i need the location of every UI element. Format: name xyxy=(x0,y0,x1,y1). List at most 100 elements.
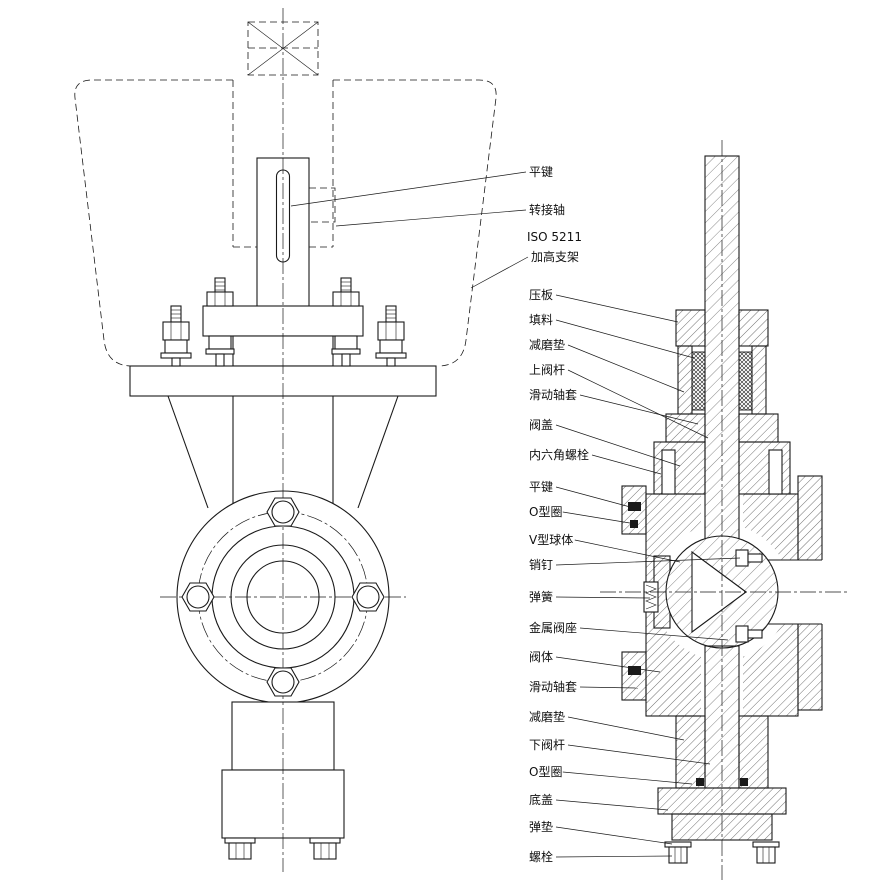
part-label-text: 弹垫 xyxy=(529,819,553,834)
part-label-text: V型球体 xyxy=(529,533,573,547)
part-label: 下阀杆 xyxy=(529,738,711,765)
neck-flange-left xyxy=(665,413,706,443)
spring-zigzag xyxy=(645,584,657,610)
part-label-text: 转接轴 xyxy=(529,202,565,217)
leader-line xyxy=(555,319,695,359)
part-label: 平键 xyxy=(290,165,553,207)
part-label: 螺栓 xyxy=(529,849,673,864)
base-bolt xyxy=(752,841,780,864)
part-label: 平键 xyxy=(529,480,635,509)
section-view xyxy=(600,140,850,880)
part-label: 阀体 xyxy=(529,650,661,673)
part-label: 底盖 xyxy=(529,792,669,811)
leader-line xyxy=(555,826,673,845)
part-label: 弹垫 xyxy=(529,819,673,845)
part-label-text: 螺栓 xyxy=(529,849,553,864)
bracket-stud-bolt xyxy=(205,277,235,367)
gland-left xyxy=(675,309,706,347)
part-label: 加高支架 xyxy=(470,249,579,289)
part-label-text: 弹簧 xyxy=(529,589,553,604)
part-label: O型圈 xyxy=(529,505,637,525)
part-label: V型球体 xyxy=(529,533,681,563)
leader-line xyxy=(567,344,685,393)
body-transition xyxy=(167,395,399,509)
part-label-text: 下阀杆 xyxy=(529,738,565,752)
gland-right xyxy=(738,309,769,347)
bracket-stud-bolt xyxy=(331,277,361,367)
body-flange-bolt xyxy=(266,497,300,527)
front-view xyxy=(74,8,497,872)
part-label: 上阀杆 xyxy=(529,363,709,439)
leader-line xyxy=(579,394,699,425)
bonnet-socket-bolt-left xyxy=(661,449,676,495)
leader-line xyxy=(555,294,679,323)
front-bolts xyxy=(160,277,407,860)
leader-line xyxy=(555,855,673,858)
part-label-text: O型圈 xyxy=(529,765,562,779)
stuffing-box-right xyxy=(751,345,767,415)
leader-line xyxy=(562,511,637,525)
part-label-text: 减磨垫 xyxy=(529,337,565,352)
part-label: 内六角螺栓 xyxy=(529,447,662,475)
bottom-boss-right xyxy=(738,715,769,789)
part-label-text: 平键 xyxy=(529,480,553,494)
part-label: 阀盖 xyxy=(529,418,681,467)
part-label: 减磨垫 xyxy=(529,709,685,741)
leader-line xyxy=(290,171,527,207)
part-label-text: 底盖 xyxy=(529,792,553,807)
lower-trunnion-housing xyxy=(621,651,647,701)
key-upper xyxy=(628,502,641,511)
leader-line xyxy=(335,209,527,227)
part-label-text: 阀盖 xyxy=(529,418,553,432)
key-lower xyxy=(628,666,641,675)
body-flange-bolt xyxy=(181,582,215,612)
part-label: 弹簧 xyxy=(529,589,651,604)
o-ring-lower-right xyxy=(740,778,748,786)
body-flange-bolt xyxy=(266,667,300,697)
part-label-text: 加高支架 xyxy=(531,249,579,264)
part-label: 金属阀座 xyxy=(529,620,729,641)
seat-pin-bolt xyxy=(735,549,763,567)
seat-pin-bolt xyxy=(735,625,763,643)
flange-stud-bolt xyxy=(375,305,407,367)
leader-line xyxy=(555,596,651,599)
leader-line xyxy=(567,716,685,741)
part-label: O型圈 xyxy=(529,765,693,785)
base-bolt xyxy=(664,841,692,864)
foot-bolt xyxy=(309,837,341,860)
leader-line xyxy=(579,686,639,689)
leader-line xyxy=(555,656,661,673)
part-label-text: 上阀杆 xyxy=(529,363,565,377)
part-label: 压板 xyxy=(529,288,679,323)
part-label-text: 销钉 xyxy=(529,558,553,572)
part-label: 转接轴 xyxy=(335,202,565,227)
part-label: 滑动轴套 xyxy=(529,387,699,425)
part-label: 填料 xyxy=(529,313,695,359)
bottom-boss-left xyxy=(675,715,706,789)
bonnet-socket-bolt-right xyxy=(768,449,783,495)
part-label: 销钉 xyxy=(529,557,741,572)
leader-line xyxy=(562,771,693,785)
part-label-text: 减磨垫 xyxy=(529,709,565,724)
stuffing-box-left xyxy=(677,345,693,415)
leader-line xyxy=(555,557,741,566)
leader-line xyxy=(555,486,635,509)
part-label-text: 内六角螺栓 xyxy=(529,447,589,462)
leader-line xyxy=(555,424,681,467)
foot-bolt xyxy=(224,837,256,860)
adapter-coupling-outline xyxy=(308,187,336,223)
part-label-text: 滑动轴套 xyxy=(529,387,577,402)
flange-stud-bolt xyxy=(160,305,192,367)
leader-line xyxy=(555,799,669,811)
part-label-text: 平键 xyxy=(529,165,553,179)
leader-line xyxy=(591,454,662,475)
leader-line xyxy=(567,744,711,765)
part-label: 减磨垫 xyxy=(529,337,685,393)
part-label-text: 压板 xyxy=(529,288,553,302)
part-label-text: 填料 xyxy=(529,313,553,327)
part-label-text: O型圈 xyxy=(529,505,562,519)
part-label-text: ISO 5211 xyxy=(527,230,582,244)
o-ring-lower-left xyxy=(696,778,704,786)
